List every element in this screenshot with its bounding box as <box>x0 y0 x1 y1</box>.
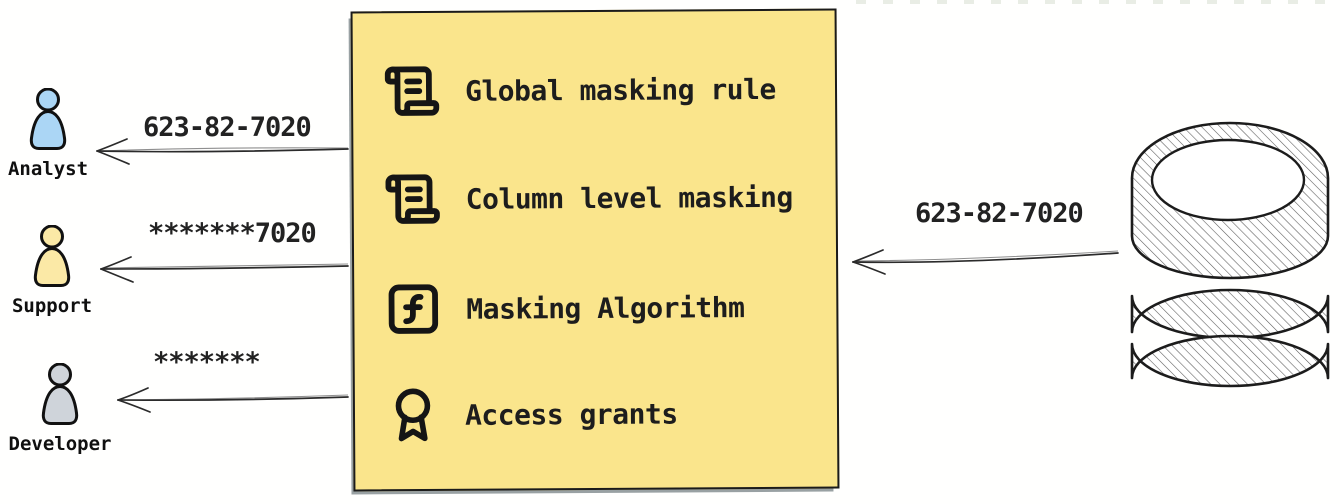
box-row-column-level-masking: Column level masking <box>384 167 794 229</box>
arrow-to-developer <box>117 387 349 413</box>
persona-developer: Developer <box>8 363 112 455</box>
support-person-icon <box>33 225 71 287</box>
analyst-value-label: 623-82-7020 <box>143 112 312 143</box>
database-value-label: 623-82-7020 <box>915 198 1084 229</box>
box-row-global-masking-rule: Global masking rule <box>383 59 776 121</box>
function-square-icon <box>388 284 439 334</box>
award-icon <box>395 388 431 442</box>
box-item-label: Access grants <box>464 396 678 432</box>
arrow-db-to-box <box>852 249 1119 275</box>
masking-rules-box: Global masking rule Column level masking… <box>350 8 840 492</box>
box-item-label: Column level masking <box>465 180 793 216</box>
persona-support: Support <box>4 225 100 317</box>
box-row-masking-algorithm: Masking Algorithm <box>384 277 745 339</box>
persona-analyst: Analyst <box>0 88 96 180</box>
arrow-to-analyst <box>96 138 349 165</box>
developer-person-icon <box>41 363 79 425</box>
box-row-access-grants: Access grants <box>385 383 678 445</box>
support-value-label: *******7020 <box>148 218 317 249</box>
analyst-label: Analyst <box>7 158 89 180</box>
scroll-text-icon <box>385 174 440 224</box>
developer-value-label: ******* <box>153 347 261 378</box>
database-icon <box>1130 121 1330 388</box>
box-item-label: Global masking rule <box>464 72 776 108</box>
support-label: Support <box>11 295 93 317</box>
box-item-label: Masking Algorithm <box>466 290 745 326</box>
arrow-to-support <box>100 256 349 283</box>
developer-label: Developer <box>8 433 112 455</box>
scroll-text-icon <box>384 66 440 116</box>
analyst-person-icon <box>29 88 67 150</box>
